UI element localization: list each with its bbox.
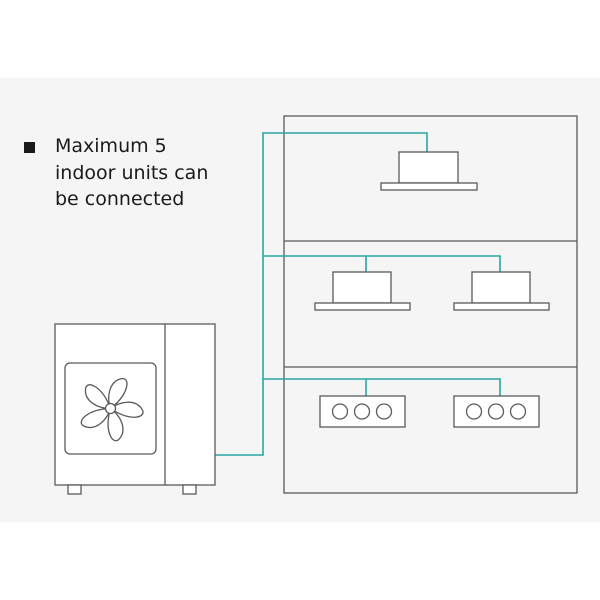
pipe-floor-3 — [263, 378, 501, 396]
console-vent — [487, 403, 505, 420]
cassette-body — [471, 271, 531, 304]
caption-line-1: Maximum 5 — [55, 135, 167, 157]
indoor-unit-floor-3-right — [453, 395, 540, 428]
cassette-panel — [453, 302, 550, 311]
outdoor-unit — [54, 323, 216, 495]
console-vent — [331, 403, 349, 420]
indoor-unit-floor-2-left — [314, 271, 411, 311]
cassette-panel — [314, 302, 411, 311]
pipe-floor-2 — [263, 255, 501, 272]
fan-icon — [80, 377, 144, 442]
console-vent — [353, 403, 371, 420]
caption-line-2: indoor units can — [55, 161, 209, 184]
outdoor-unit-foot-right — [182, 484, 197, 495]
cassette-body — [332, 271, 392, 304]
outdoor-unit-foot-left — [67, 484, 82, 495]
cassette-panel — [380, 182, 478, 191]
console-vent — [509, 403, 527, 420]
caption-text: Maximum 5 indoor units can be connected — [55, 133, 255, 213]
indoor-unit-floor-2-right — [453, 271, 550, 311]
cassette-body — [398, 151, 459, 184]
bullet-icon — [24, 142, 35, 153]
building — [283, 115, 578, 494]
indoor-unit-floor-1 — [380, 151, 478, 191]
refrigerant-pipes — [215, 132, 501, 456]
caption-line-3: be connected — [55, 188, 185, 210]
console-vent — [375, 403, 393, 420]
building-outline — [283, 115, 578, 494]
console-vent — [465, 403, 483, 420]
pipe-main-riser — [215, 132, 428, 456]
indoor-unit-floor-3-left — [319, 395, 406, 428]
